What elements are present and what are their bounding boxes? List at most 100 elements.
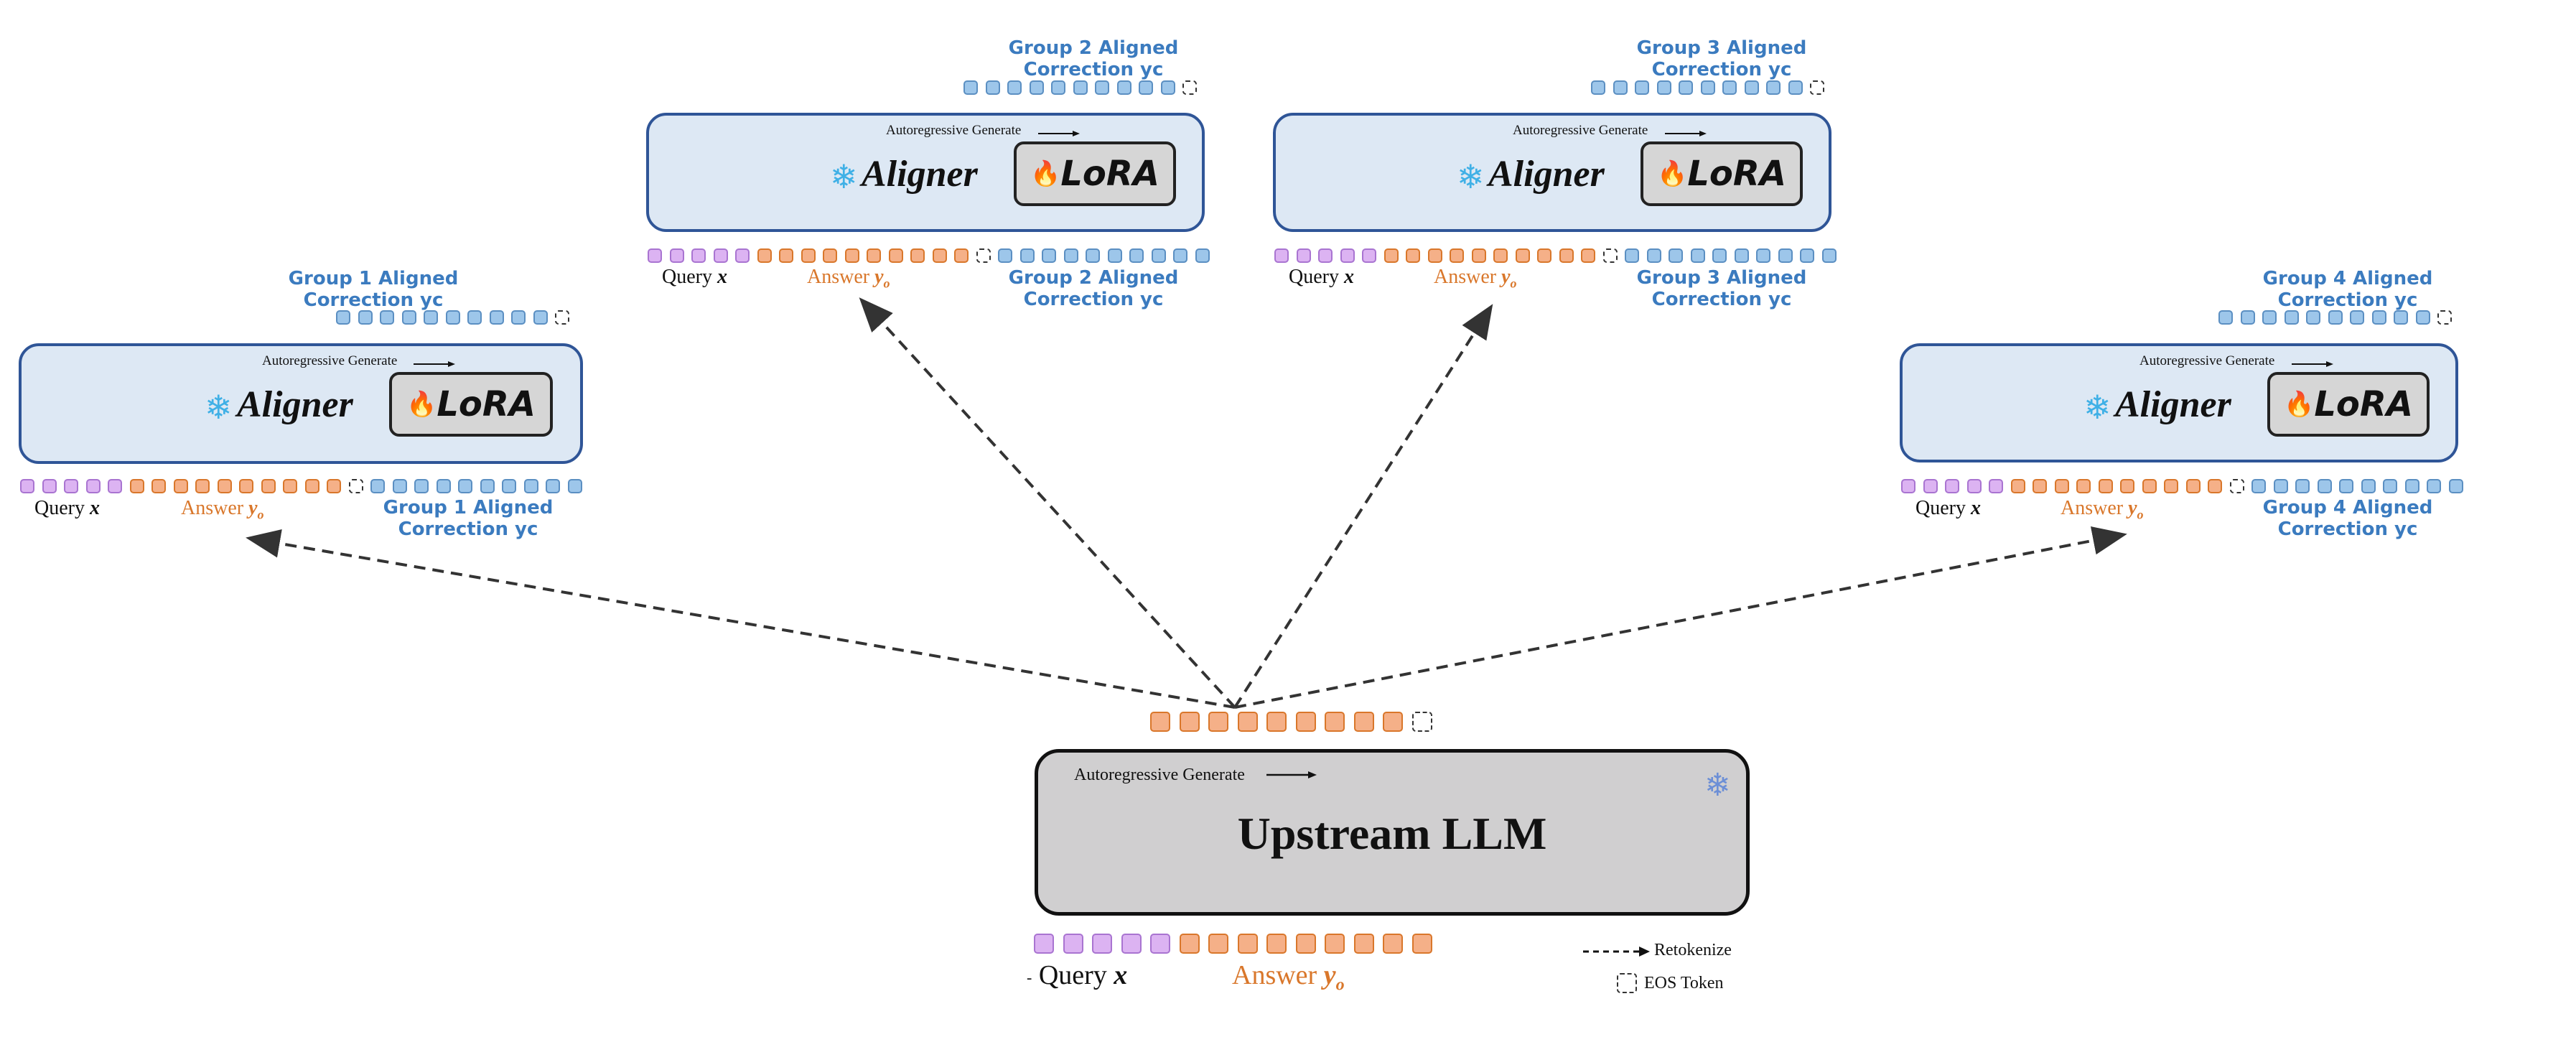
correction-token [2383,479,2397,493]
correction-token [1051,80,1065,95]
answer-token [867,248,881,263]
generate-label-3: Autoregressive Generate [1513,123,1648,138]
correction-token [2350,310,2364,325]
correction-token [458,479,472,493]
query-token [85,479,101,493]
answer-token [910,248,925,263]
group-label-bottom-4: Group 4 Aligned Correction yc [2262,497,2433,540]
correction-token [2317,479,2332,493]
answer-token [1295,934,1316,954]
answer-token [1179,712,1200,732]
query-token [1063,934,1083,954]
answer-token [151,479,166,493]
upstream-generate-arrow [1266,771,1317,778]
answer-token [1325,934,1345,954]
correction-token [963,80,978,95]
correction-token [2295,479,2310,493]
correction-token [1173,248,1187,263]
generate-label-4: Autoregressive Generate [2139,353,2275,368]
answer-token [2208,479,2222,493]
answer-token [1383,712,1403,732]
generate-arrow-3 [1665,131,1707,136]
query-token [1362,248,1376,263]
query-token [1296,248,1311,263]
correction-token [436,479,451,493]
query-token [691,248,706,263]
correction-token [1029,80,1044,95]
query-token [1034,934,1054,954]
query-token [1121,934,1142,954]
query-token [1318,248,1333,263]
correction-token [2251,479,2266,493]
query-token [1340,248,1355,263]
answer-token [173,479,188,493]
answer-token [823,248,837,263]
answer-token [2164,479,2178,493]
aligner-box-2: Autoregressive Generate ❄ Aligner 🔥LoRA [646,113,1205,232]
legend-eos-label: EOS Token [1644,974,1724,992]
upstream-llm-box: Autoregressive Generate ❄ Upstream LLM [1035,749,1750,916]
correction-token [1139,80,1153,95]
aligner-box-1: Autoregressive Generate ❄ Aligner 🔥LoRA [19,343,583,464]
answer-token [757,248,772,263]
correction-token [2240,310,2255,325]
answer-token [195,479,210,493]
correction-token [1669,248,1683,263]
correction-token [380,310,394,325]
correction-token [2427,479,2441,493]
query-token [1966,479,1982,493]
answer-token [2010,479,2025,493]
correction-token [1007,80,1022,95]
correction-token [2361,479,2376,493]
query-token [64,479,78,493]
eos-token [1602,248,1618,263]
correction-token [414,479,429,493]
answer-token [2185,479,2201,493]
answer-token [129,479,144,493]
answer-token [1179,934,1200,954]
correction-token [2306,310,2320,325]
answer-token [1406,248,1420,263]
correction-token [2273,479,2288,493]
group-label-top-1: Group 1 Aligned Correction yc [288,268,459,311]
correction-token [1821,248,1837,263]
eos-token [2437,310,2452,325]
arrow-to-group-1 [246,529,1236,709]
correction-token [489,310,504,325]
answer-token [327,479,341,493]
upstream-query-label: - Query x [1027,960,1128,990]
snowflake-icon: ❄ [1457,157,1485,196]
correction-token [502,479,516,493]
correction-token [1766,80,1781,95]
query-token [1274,248,1289,263]
correction-token [2284,310,2299,325]
query-label-1: Query x [34,497,100,519]
correction-token [2328,310,2343,325]
upstream-generate-label: Autoregressive Generate [1074,766,1245,784]
answer-token [2098,479,2113,493]
group-label-top-2: Group 2 Aligned Correction yc [1008,37,1179,80]
correction-token [1778,248,1793,263]
generate-label-2: Autoregressive Generate [886,123,1022,138]
query-token [1150,934,1170,954]
correction-token [1722,80,1737,95]
lora-module-2: 🔥LoRA [1014,141,1176,206]
answer-token [304,479,319,493]
answer-token [261,479,276,493]
query-token [42,479,57,493]
answer-token [1493,248,1508,263]
eos-token [2229,479,2244,493]
generate-arrow-1 [414,361,455,367]
query-token [1945,479,1959,493]
answer-token [2054,479,2069,493]
eos-token [1411,712,1432,732]
query-label-3: Query x [1289,266,1354,288]
lora-module-3: 🔥LoRA [1641,141,1803,206]
correction-token [1744,80,1759,95]
snowflake-icon: ❄ [1704,767,1731,804]
generate-arrow-4 [2292,361,2333,367]
answer-token [1237,712,1258,732]
correction-token [1042,248,1056,263]
correction-token [1160,80,1175,95]
